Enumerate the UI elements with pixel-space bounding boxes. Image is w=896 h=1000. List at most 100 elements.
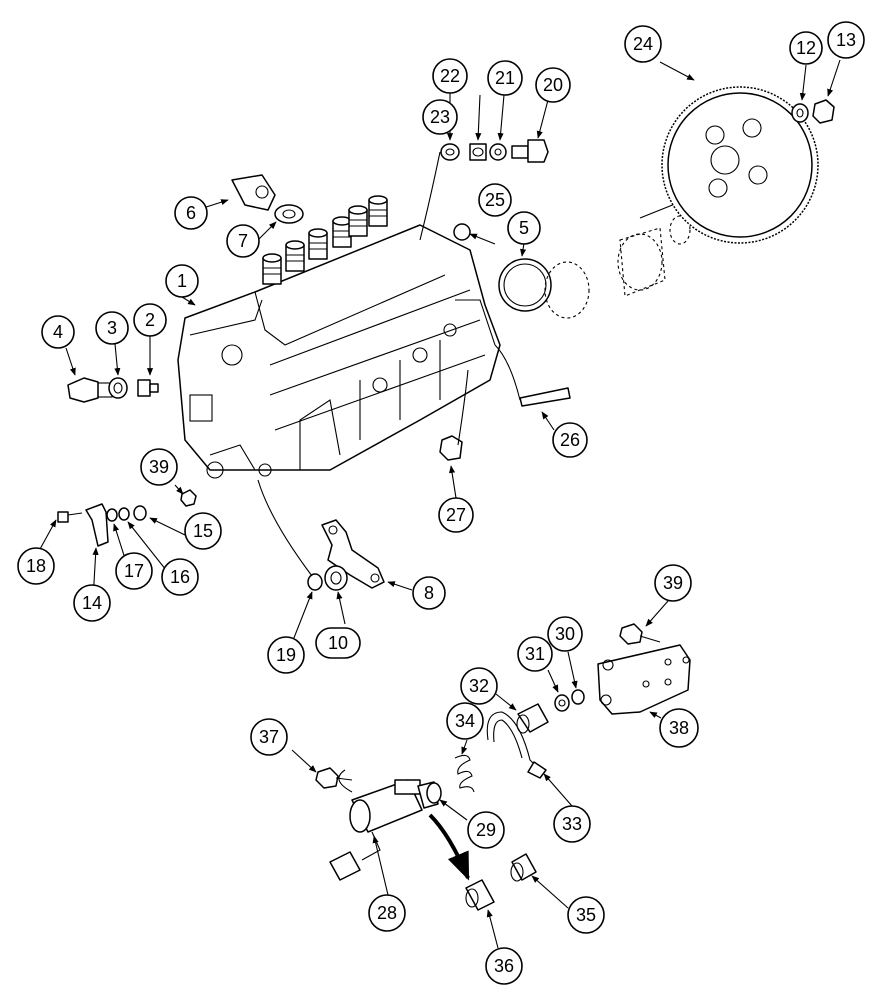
- svg-text:12: 12: [796, 38, 816, 58]
- svg-text:2: 2: [145, 310, 155, 330]
- bushing-32: [516, 703, 549, 734]
- svg-text:36: 36: [494, 956, 514, 976]
- callout-39-right: 39: [654, 564, 692, 602]
- svg-text:16: 16: [170, 567, 190, 587]
- svg-text:10: 10: [328, 633, 348, 653]
- svg-text:22: 22: [440, 66, 460, 86]
- callout-3: 3: [95, 311, 129, 345]
- bolt-39-right: [619, 623, 661, 645]
- callout-14: 14: [73, 584, 111, 622]
- svg-text:1: 1: [177, 271, 187, 291]
- fitting-4: [67, 377, 113, 403]
- callout-2: 2: [133, 303, 167, 337]
- callout-29: 29: [467, 811, 505, 849]
- drive-gear-24: [661, 86, 819, 244]
- washer-7: [274, 204, 304, 224]
- svg-text:28: 28: [377, 903, 397, 923]
- callout-35: 35: [567, 896, 605, 934]
- plunger-29: [426, 782, 442, 804]
- callout-28: 28: [368, 894, 406, 932]
- svg-text:32: 32: [469, 676, 489, 696]
- callout-21: 21: [487, 60, 523, 96]
- callout-37: 37: [250, 718, 288, 756]
- spring-34: [454, 754, 475, 793]
- banjo-bolt-20: [511, 139, 549, 163]
- callout-19: 19: [267, 636, 305, 674]
- callout-26: 26: [552, 422, 588, 458]
- sleeve-10: [324, 565, 348, 591]
- svg-text:29: 29: [476, 820, 496, 840]
- svg-text:33: 33: [562, 814, 582, 834]
- injection-pump-body: [177, 224, 501, 479]
- svg-text:37: 37: [259, 727, 279, 747]
- svg-text:13: 13: [836, 30, 856, 50]
- screw-2: [137, 379, 159, 397]
- lever-8: [321, 519, 385, 589]
- nut-15: [133, 505, 147, 521]
- svg-text:3: 3: [107, 318, 117, 338]
- timer-assembly: [544, 199, 691, 319]
- banjo-fitting-6: [231, 174, 276, 211]
- svg-text:25: 25: [485, 190, 505, 210]
- nut-30: [571, 689, 585, 705]
- callout-7: 7: [226, 224, 260, 258]
- washer-31: [554, 694, 570, 712]
- callout-4: 4: [41, 315, 75, 349]
- svg-text:38: 38: [669, 718, 689, 738]
- callout-32: 32: [460, 667, 498, 705]
- nut-39-left: [180, 489, 197, 507]
- nut-13: [812, 99, 835, 124]
- sleeve-35: [510, 853, 537, 882]
- callout-20: 20: [535, 67, 571, 103]
- callout-36: 36: [485, 947, 523, 985]
- svg-text:39: 39: [663, 573, 683, 593]
- callout-6: 6: [174, 196, 208, 230]
- callout-8: 8: [412, 576, 446, 610]
- callout-22: 22: [432, 58, 468, 94]
- o-ring-5: [498, 258, 552, 312]
- callout-30: 30: [547, 616, 583, 652]
- svg-text:7: 7: [238, 231, 248, 251]
- union-22: [469, 143, 487, 161]
- stud-26: [519, 387, 571, 407]
- callout-31: 31: [517, 636, 553, 672]
- lever-14: [85, 503, 109, 547]
- callout-38: 38: [659, 708, 699, 748]
- o-ring-25: [453, 223, 471, 241]
- delivery-valve-holders: [262, 195, 388, 285]
- callout-17: 17: [115, 552, 153, 590]
- callout-39-left: 39: [140, 448, 178, 486]
- svg-text:8: 8: [424, 583, 434, 603]
- callout-13: 13: [827, 21, 865, 59]
- callout-18: 18: [17, 547, 55, 585]
- callout-25: 25: [478, 183, 512, 217]
- callout-10: 10: [315, 627, 361, 659]
- svg-text:24: 24: [633, 34, 653, 54]
- washer-16: [118, 507, 130, 521]
- callout-16: 16: [161, 558, 199, 596]
- svg-text:39: 39: [149, 457, 169, 477]
- svg-text:17: 17: [124, 561, 144, 581]
- svg-text:14: 14: [82, 593, 102, 613]
- callout-15: 15: [184, 512, 222, 550]
- svg-text:27: 27: [446, 505, 466, 525]
- washer-12: [791, 103, 809, 123]
- svg-text:20: 20: [543, 75, 563, 95]
- callout-27: 27: [438, 497, 474, 533]
- callout-24: 24: [624, 25, 662, 63]
- svg-text:6: 6: [186, 203, 196, 223]
- svg-text:5: 5: [519, 218, 529, 238]
- svg-text:30: 30: [555, 624, 575, 644]
- washer-21: [489, 143, 507, 161]
- svg-text:18: 18: [26, 556, 46, 576]
- svg-text:34: 34: [455, 711, 475, 731]
- svg-text:23: 23: [430, 107, 450, 127]
- washer-17: [106, 508, 118, 522]
- solenoid-28: [329, 769, 439, 881]
- bolt-37: [315, 767, 353, 789]
- svg-text:4: 4: [53, 322, 63, 342]
- svg-text:26: 26: [560, 430, 580, 450]
- callout-34: 34: [446, 702, 484, 740]
- callout-23: 23: [422, 99, 458, 135]
